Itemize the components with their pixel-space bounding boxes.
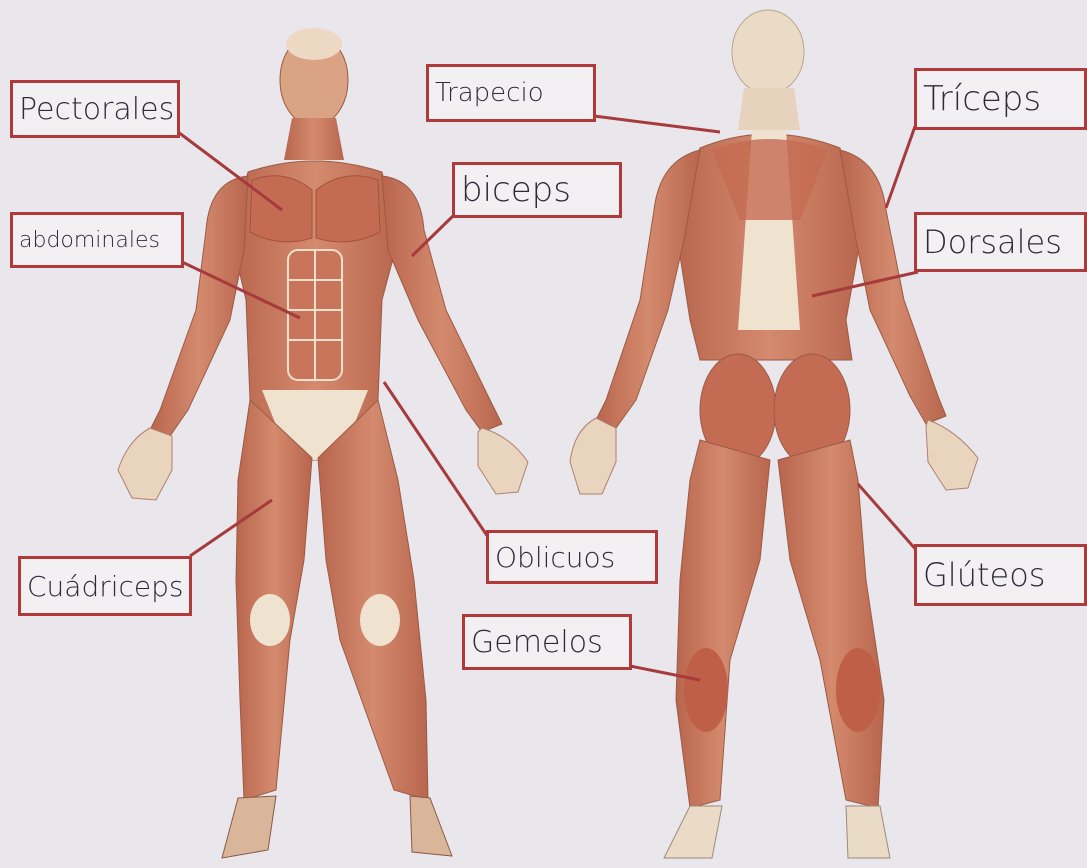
front-knee-left xyxy=(250,594,290,646)
label-biceps: biceps xyxy=(452,162,622,218)
label-gluteos: Glúteos xyxy=(914,544,1087,606)
label-trapecio: Trapecio xyxy=(426,64,596,122)
label-pectorales-text: Pectorales xyxy=(19,92,174,127)
leader-gluteos xyxy=(858,484,918,552)
front-foot-left xyxy=(222,796,276,858)
front-neck xyxy=(284,118,344,160)
front-foot-right xyxy=(410,796,452,856)
label-abdominales-text: abdominales xyxy=(19,228,160,253)
front-hand-left xyxy=(118,428,172,500)
back-neck xyxy=(738,88,800,130)
label-abdominales: abdominales xyxy=(10,212,184,268)
label-oblicuos: Oblicuos xyxy=(486,530,658,584)
back-calf-right xyxy=(836,648,880,732)
label-cuadriceps-text: Cuádriceps xyxy=(27,570,184,603)
back-foot-right xyxy=(846,806,890,858)
leader-triceps xyxy=(886,118,918,208)
front-knee-right xyxy=(360,594,400,646)
front-figure xyxy=(118,28,528,858)
front-skull-top xyxy=(286,28,342,60)
back-head xyxy=(732,10,804,94)
label-trapecio-text: Trapecio xyxy=(435,78,544,108)
back-foot-left xyxy=(664,806,722,858)
label-gluteos-text: Glúteos xyxy=(923,556,1045,594)
back-hand-left xyxy=(570,418,616,494)
label-dorsales: Dorsales xyxy=(914,212,1087,272)
label-gemelos: Gemelos xyxy=(462,614,632,670)
front-pectoral-right xyxy=(316,176,380,242)
label-cuadriceps: Cuádriceps xyxy=(18,556,192,616)
label-biceps-text: biceps xyxy=(461,170,571,210)
back-leg-left xyxy=(676,440,770,808)
front-hand-right xyxy=(478,428,528,494)
back-calf-left xyxy=(684,648,728,732)
label-dorsales-text: Dorsales xyxy=(923,223,1062,261)
label-pectorales: Pectorales xyxy=(10,80,180,138)
back-hand-right xyxy=(926,420,978,490)
leader-trapecio xyxy=(594,116,720,132)
label-oblicuos-text: Oblicuos xyxy=(495,541,615,574)
label-triceps: Tríceps xyxy=(914,68,1087,130)
back-figure xyxy=(570,10,978,858)
label-triceps-text: Tríceps xyxy=(923,79,1041,119)
label-gemelos-text: Gemelos xyxy=(471,625,603,660)
